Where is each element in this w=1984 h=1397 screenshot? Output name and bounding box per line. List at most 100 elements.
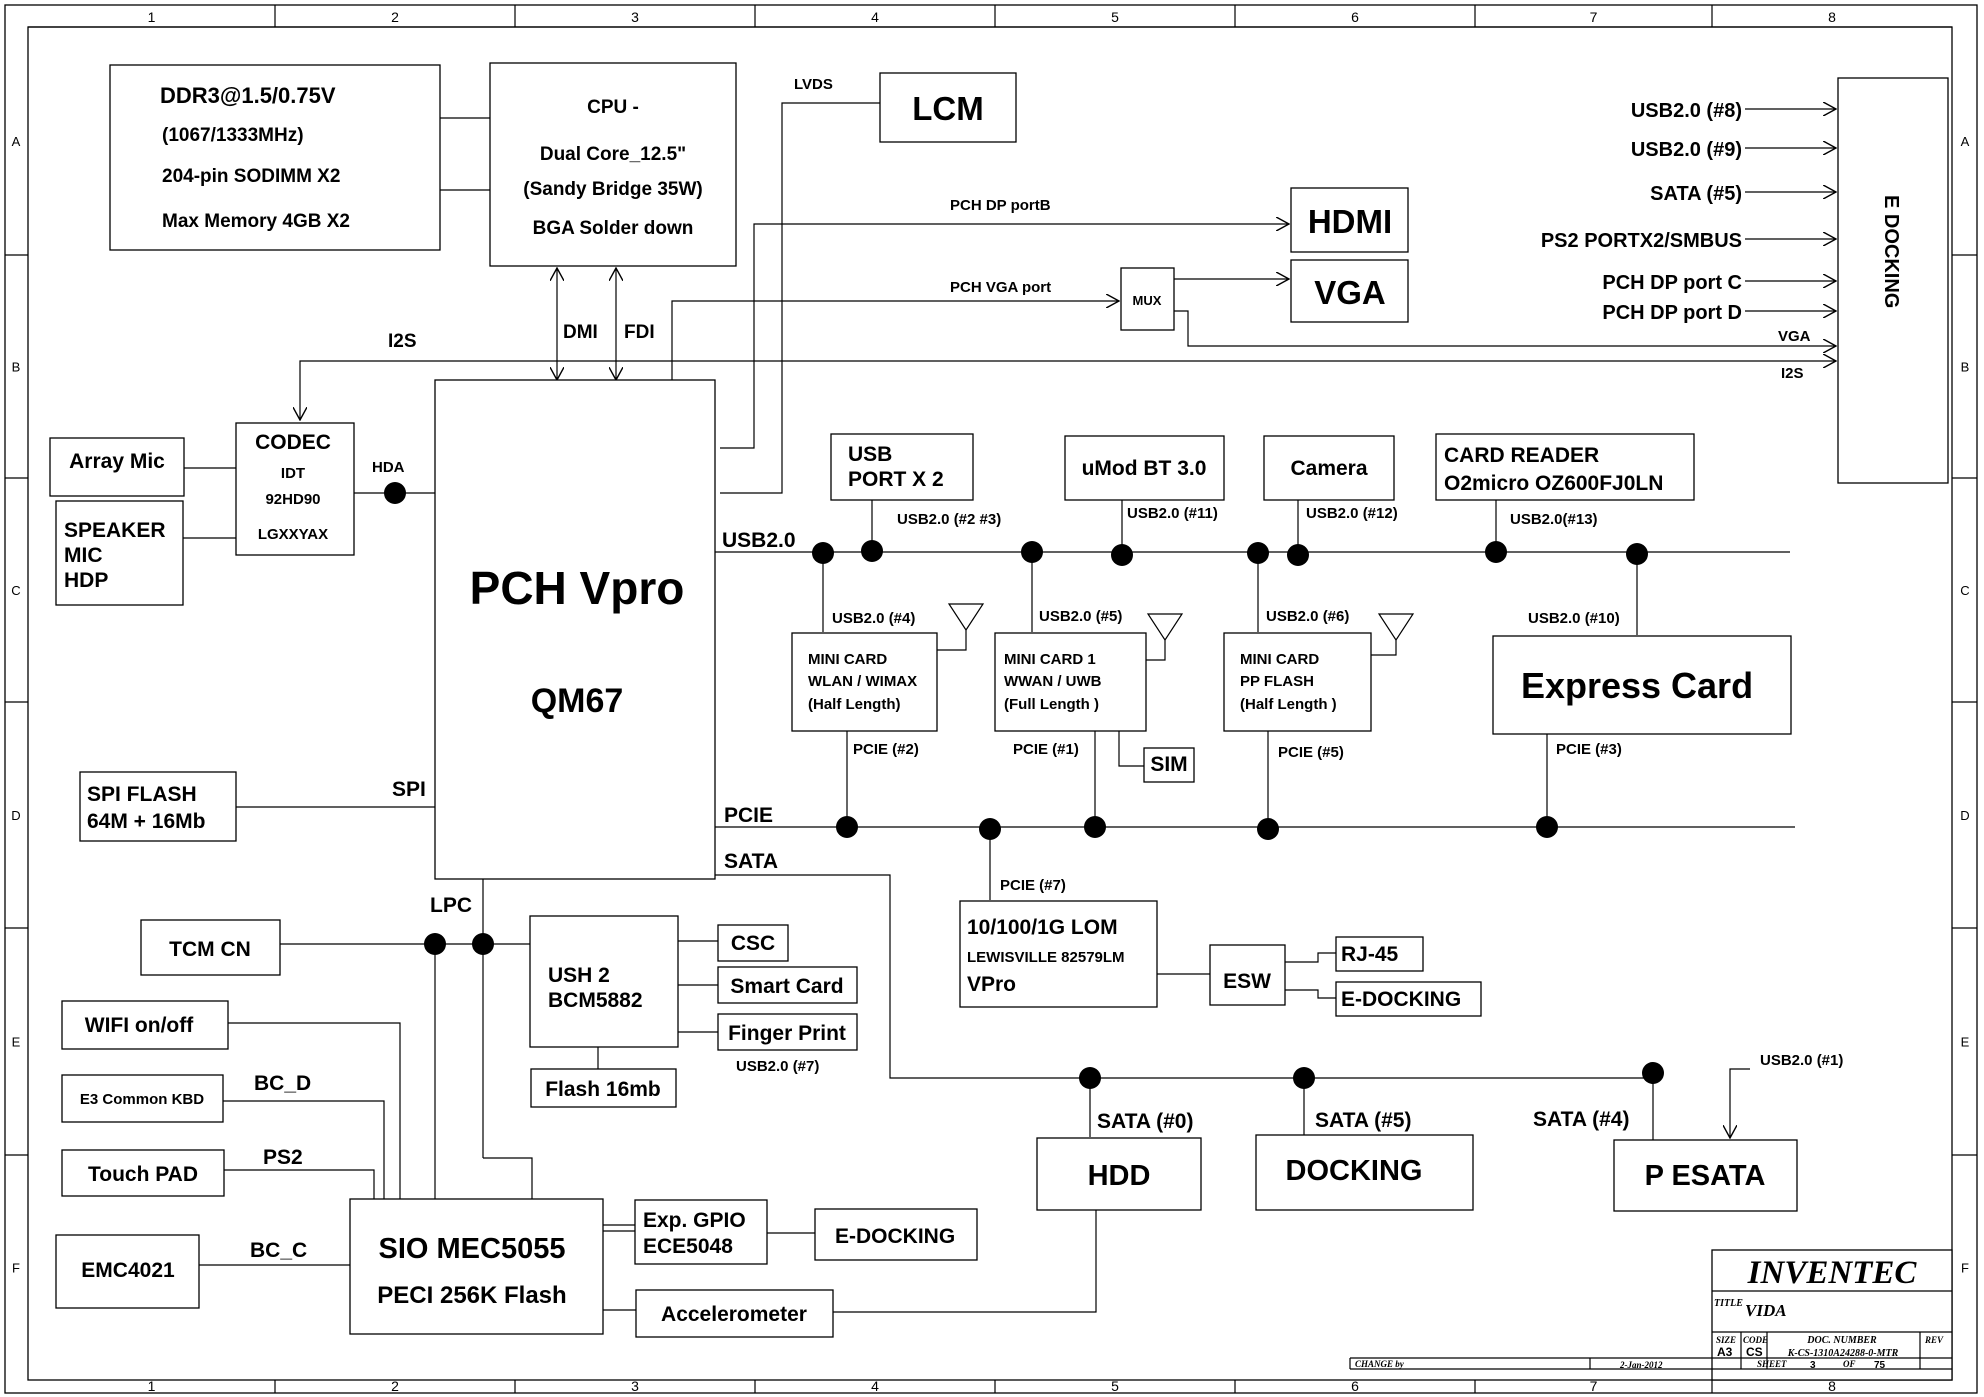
touchpad-block: Touch PAD [61, 1149, 225, 1197]
usb-bus-junctions [812, 540, 1648, 566]
usb-1-label: USB2.0 (#1) [1760, 1052, 1843, 1069]
svg-text:SIZE: SIZE [1716, 1335, 1736, 1345]
svg-text:LEWISVILLE 82579LM: LEWISVILLE 82579LM [967, 949, 1125, 966]
svg-text:USB: USB [848, 443, 892, 466]
row-label: A [12, 134, 21, 149]
svg-text:RJ-45: RJ-45 [1341, 943, 1399, 966]
svg-text:SHEET: SHEET [1757, 1359, 1787, 1369]
svg-text:TCM CN: TCM CN [169, 938, 251, 961]
accelerometer-block: Accelerometer [635, 1289, 834, 1338]
row-label: B [12, 360, 21, 375]
e-docking-lan-block: E-DOCKING [1335, 981, 1482, 1017]
usb-13-label: USB2.0(#13) [1510, 511, 1598, 528]
svg-text:WWAN / UWB: WWAN / UWB [1004, 673, 1102, 690]
express-card-block: Express Card [1492, 635, 1792, 735]
svg-text:Array Mic: Array Mic [69, 450, 165, 473]
ddr3-block: DDR3@1.5/0.75V (1067/1333MHz) 204-pin SO… [109, 64, 441, 251]
column-label: 8 [1828, 9, 1836, 25]
mini-card-wwan-block: MINI CARD 1 WWAN / UWB (Full Length ) [994, 632, 1147, 732]
svg-text:WIFI on/off: WIFI on/off [85, 1014, 194, 1037]
svg-text:OF: OF [1843, 1359, 1856, 1369]
row-label: D [1960, 808, 1969, 823]
svg-text:HDMI: HDMI [1308, 203, 1392, 240]
svg-text:CARD READER: CARD READER [1444, 444, 1599, 467]
pch-dp-portb-label: PCH DP portB [950, 197, 1051, 214]
svg-text:BCM5882: BCM5882 [548, 989, 643, 1012]
svg-text:E-DOCKING: E-DOCKING [835, 1225, 955, 1248]
svg-text:WLAN / WIMAX: WLAN / WIMAX [808, 673, 917, 690]
change-block: CHANGE by 2-Jan-2012 [1349, 1357, 1712, 1370]
codec-block: CODEC IDT 92HD90 LGXXYAX [235, 422, 355, 556]
svg-text:A3: A3 [1717, 1345, 1733, 1359]
svg-text:CODEC: CODEC [255, 431, 331, 454]
row-label: B [1961, 360, 1970, 375]
svg-text:CPU -: CPU - [587, 97, 639, 118]
column-label: 2 [391, 9, 399, 25]
row-label: D [11, 808, 20, 823]
row-label: F [12, 1261, 20, 1276]
svg-text:(Sandy Bridge 35W): (Sandy Bridge 35W) [523, 179, 702, 200]
svg-text:92HD90: 92HD90 [265, 491, 320, 508]
bc-c-label: BC_C [250, 1239, 307, 1262]
sata-bus-junctions [1079, 1062, 1664, 1089]
svg-text:10/100/1G LOM: 10/100/1G LOM [967, 916, 1118, 939]
svg-text:Flash 16mb: Flash 16mb [545, 1078, 661, 1101]
svg-text:REV: REV [1924, 1335, 1944, 1345]
pch-block: PCH Vpro QM67 [434, 379, 716, 880]
e-docking-inputs: USB2.0 (#8) USB2.0 (#9) SATA (#5) PS2 PO… [1541, 100, 1836, 324]
usb-port-block: USB PORT X 2 [830, 433, 974, 501]
svg-text:LGXXYAX: LGXXYAX [258, 526, 328, 543]
svg-text:PS2 PORTX2/SMBUS: PS2 PORTX2/SMBUS [1541, 230, 1742, 252]
svg-text:HDP: HDP [64, 569, 108, 592]
umod-bt-block: uMod BT 3.0 [1064, 435, 1225, 501]
usb-4-label: USB2.0 (#4) [832, 610, 915, 627]
wifi-block: WIFI on/off [61, 1000, 229, 1050]
e-docking-block: E DOCKING [1837, 77, 1949, 484]
svg-text:SPI FLASH: SPI FLASH [87, 783, 197, 806]
svg-text:EMC4021: EMC4021 [81, 1259, 175, 1282]
ush-block: USH 2 BCM5882 [529, 915, 679, 1048]
sata-5-label: SATA (#5) [1315, 1109, 1411, 1132]
antenna-icon [1371, 613, 1415, 656]
svg-text:SPEAKER: SPEAKER [64, 519, 166, 542]
svg-text:MUX: MUX [1133, 293, 1162, 308]
column-label: 6 [1351, 9, 1359, 25]
dock-vga-label: VGA [1778, 328, 1811, 345]
vga-block: VGA [1290, 259, 1409, 323]
svg-text:204-pin SODIMM X2: 204-pin SODIMM X2 [162, 166, 340, 187]
svg-text:Smart Card: Smart Card [730, 975, 843, 998]
svg-text:MINI CARD: MINI CARD [1240, 651, 1319, 668]
usb-23-label: USB2.0 (#2 #3) [897, 511, 1001, 528]
column-label: 1 [148, 9, 156, 25]
sata-4-label: SATA (#4) [1533, 1108, 1629, 1131]
svg-text:P ESATA: P ESATA [1645, 1160, 1766, 1192]
mini-card-pp-block: MINI CARD PP FLASH (Half Length ) [1223, 632, 1372, 732]
svg-text:PCH DP port C: PCH DP port C [1602, 272, 1742, 294]
usb-12-label: USB2.0 (#12) [1306, 505, 1398, 522]
csc-block: CSC [717, 924, 789, 962]
row-label: E [1961, 1035, 1970, 1050]
column-label: 7 [1590, 9, 1598, 25]
array-mic-block: Array Mic [49, 437, 185, 497]
svg-text:IDT: IDT [281, 465, 305, 482]
column-label: 7 [1590, 1378, 1598, 1394]
svg-text:E DOCKING: E DOCKING [1880, 195, 1902, 308]
svg-text:Camera: Camera [1290, 457, 1367, 480]
esw-block: ESW [1209, 944, 1286, 1006]
svg-text:2-Jan-2012: 2-Jan-2012 [1619, 1360, 1663, 1370]
spi-flash-block: SPI FLASH 64M + 16Mb [79, 771, 237, 842]
row-label: A [1961, 134, 1970, 149]
docking-block: DOCKING [1255, 1134, 1474, 1211]
svg-text:E3 Common KBD: E3 Common KBD [80, 1091, 204, 1108]
spi-label: SPI [392, 778, 426, 801]
e3kbd-block: E3 Common KBD [61, 1074, 224, 1123]
e-docking-sio-block: E-DOCKING [814, 1208, 978, 1261]
pcie-7-label: PCIE (#7) [1000, 877, 1066, 894]
pcie-5-label: PCIE (#5) [1278, 744, 1344, 761]
svg-text:MINI CARD: MINI CARD [808, 651, 887, 668]
finger-print-block: Finger Print [717, 1013, 858, 1051]
mini-card-wlan-block: MINI CARD WLAN / WIMAX (Half Length) [791, 632, 938, 732]
